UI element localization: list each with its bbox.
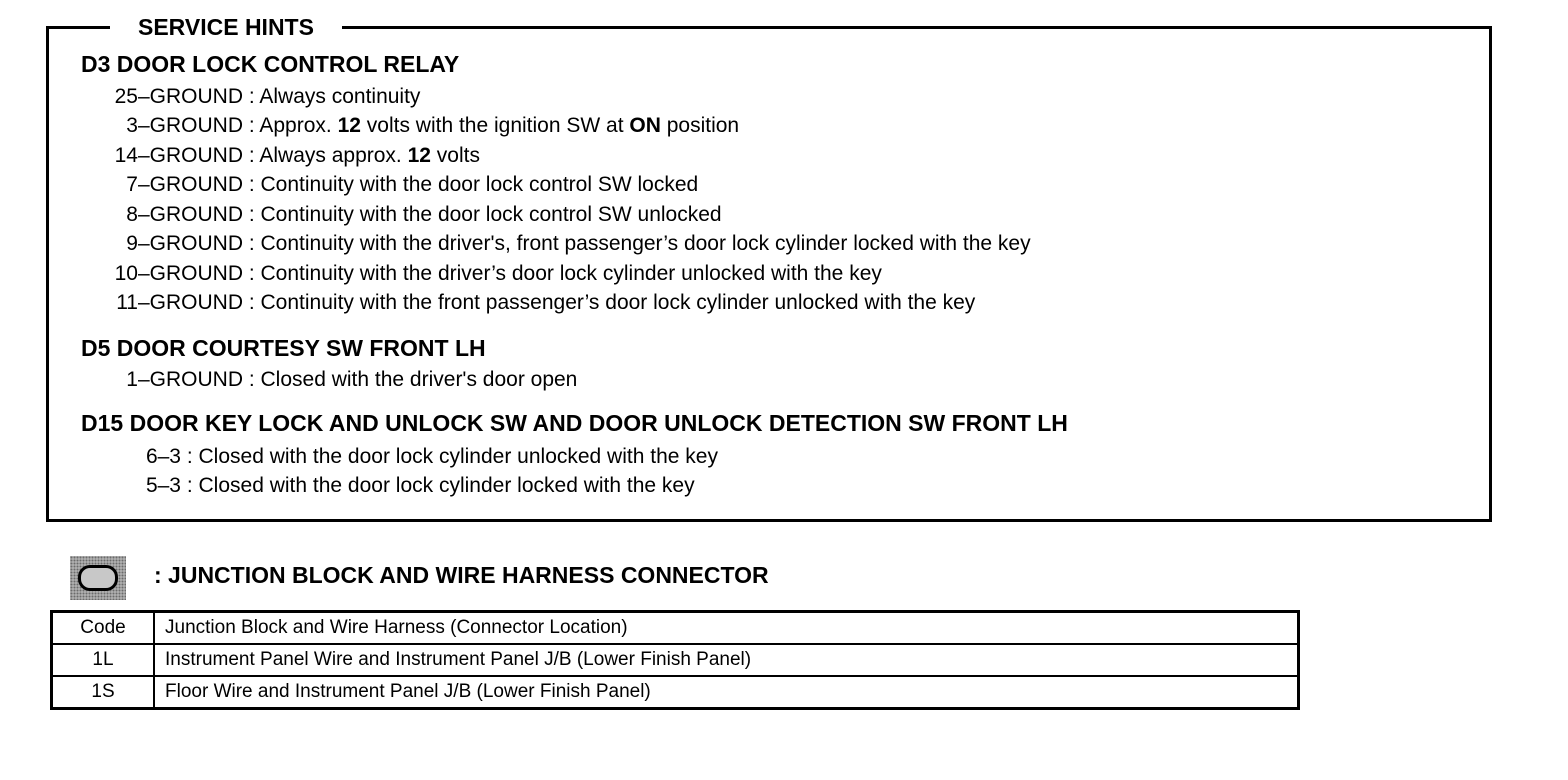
description-text: Continuity with the door lock control SW… — [260, 203, 722, 226]
pin-label: 6–3 — [145, 445, 181, 468]
separator: : — [181, 474, 199, 497]
pin-label: 14–GROUND — [114, 144, 243, 167]
separator: : — [243, 368, 261, 391]
description-text: Approx. — [259, 114, 338, 137]
separator: : — [243, 144, 260, 167]
description-text: Continuity with the front passenger’s do… — [260, 291, 976, 314]
column-header-location: Junction Block and Wire Harness (Connect… — [153, 610, 1300, 645]
pin-label: 9–GROUND — [126, 232, 243, 255]
pin-label: 3–GROUND — [126, 114, 243, 137]
description-text: Closed with the driver's door open — [260, 368, 578, 391]
description-text: Always approx. — [259, 144, 408, 167]
description-text: volts with the ignition SW at — [360, 114, 630, 137]
pin-label: 11–GROUND — [116, 291, 243, 314]
hint-description: : Continuity with the door lock control … — [243, 201, 722, 229]
hint-description: : Continuity with the driver’s door lock… — [243, 260, 882, 288]
hint-description: : Closed with the driver's door open — [243, 366, 578, 394]
code-cell: 1L — [50, 643, 155, 677]
description-text: volts — [430, 144, 480, 167]
column-header-code: Code — [50, 610, 155, 645]
location-cell: Instrument Panel Wire and Instrument Pan… — [153, 643, 1300, 677]
hint-description: : Closed with the door lock cylinder loc… — [181, 472, 695, 500]
description-text: Always continuity — [259, 85, 421, 108]
description-text: Closed with the door lock cylinder locke… — [198, 474, 695, 497]
service-hints-box — [46, 26, 1492, 522]
table-row: 1L Instrument Panel Wire and Instrument … — [50, 643, 1300, 677]
description-bold: 12 — [337, 114, 361, 137]
section-header-d15: D15 DOOR KEY LOCK AND UNLOCK SW AND DOOR… — [81, 410, 1068, 436]
pin-label: 8–GROUND — [126, 203, 243, 226]
junction-block-title: : JUNCTION BLOCK AND WIRE HARNESS CONNEC… — [154, 562, 769, 588]
hint-description: : Closed with the door lock cylinder unl… — [181, 443, 718, 471]
description-bold: ON — [629, 114, 661, 137]
description-text: Continuity with the door lock control SW… — [260, 173, 699, 196]
description-bold: 12 — [407, 144, 431, 167]
pin-label: 5–3 — [145, 474, 181, 497]
description-text: Continuity with the driver's, front pass… — [260, 232, 1031, 255]
table-row: 1S Floor Wire and Instrument Panel J/B (… — [50, 675, 1300, 710]
hint-description: : Continuity with the driver's, front pa… — [243, 230, 1031, 258]
description-text: position — [660, 114, 740, 137]
location-cell: Floor Wire and Instrument Panel J/B (Low… — [153, 675, 1300, 710]
section-header-d5: D5 DOOR COURTESY SW FRONT LH — [81, 335, 486, 361]
service-hints-title: SERVICE HINTS — [110, 12, 342, 42]
pin-label: 1–GROUND — [126, 368, 243, 391]
hint-description: : Always approx. 12 volts — [243, 142, 480, 170]
hint-description: : Always continuity — [243, 83, 421, 111]
separator: : — [243, 173, 261, 196]
code-cell: 1S — [50, 675, 155, 710]
hint-description: : Continuity with the door lock control … — [243, 171, 698, 199]
pin-label: 7–GROUND — [126, 173, 243, 196]
hint-description: : Approx. 12 volts with the ignition SW … — [243, 112, 739, 140]
separator: : — [243, 203, 261, 226]
separator: : — [243, 232, 261, 255]
section-header-d3: D3 DOOR LOCK CONTROL RELAY — [81, 51, 460, 77]
table-header-row: Code Junction Block and Wire Harness (Co… — [50, 610, 1300, 645]
separator: : — [243, 262, 261, 285]
junction-block-table: Code Junction Block and Wire Harness (Co… — [50, 610, 1300, 710]
description-text: Closed with the door lock cylinder unloc… — [198, 445, 718, 468]
pin-label: 10–GROUND — [114, 262, 243, 285]
description-text: Continuity with the driver’s door lock c… — [260, 262, 882, 285]
separator: : — [243, 85, 260, 108]
separator: : — [243, 291, 261, 314]
pin-label: 25–GROUND — [114, 85, 243, 108]
connector-icon — [70, 556, 126, 600]
separator: : — [243, 114, 260, 137]
separator: : — [181, 445, 199, 468]
hint-description: : Continuity with the front passenger’s … — [243, 289, 975, 317]
